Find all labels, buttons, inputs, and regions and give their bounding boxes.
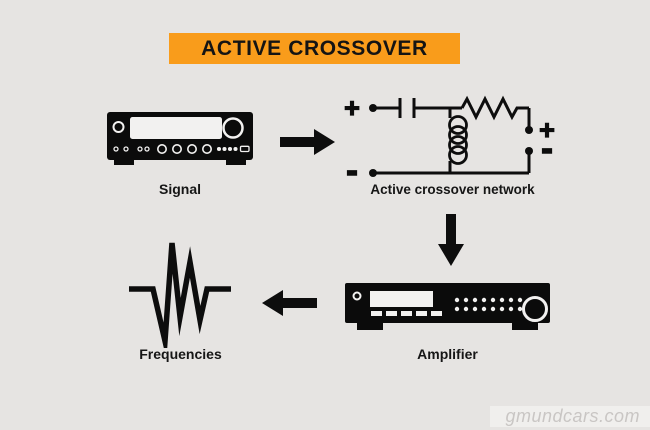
receiver-icon <box>107 112 253 165</box>
receiver-knob-large <box>222 117 244 139</box>
amplifier-power-button <box>352 291 362 301</box>
waveform-icon <box>129 242 231 348</box>
amplifier-knob <box>522 296 548 322</box>
circuit-wires <box>373 95 531 175</box>
arrow-down-icon <box>438 214 464 266</box>
page-title: ACTIVE CROSSOVER <box>201 36 428 60</box>
circuit-icon: + - + - <box>344 92 556 188</box>
inductor-icon <box>448 108 468 173</box>
output-plus-sign: + <box>539 115 555 145</box>
circuit-terminal-dots <box>369 104 533 177</box>
amplifier-buttons <box>371 297 523 316</box>
title-banner: ACTIVE CROSSOVER <box>169 33 460 64</box>
amplifier-foot-left <box>357 323 383 330</box>
resistor-icon <box>460 95 529 121</box>
amplifier-display <box>370 291 433 307</box>
crossover-label: Active crossover network <box>370 182 535 197</box>
input-minus-sign: - <box>346 152 357 188</box>
receiver-display <box>130 117 222 139</box>
output-minus-sign: - <box>541 130 552 168</box>
receiver-foot-right <box>226 159 246 165</box>
watermark: gmundcars.com <box>490 406 650 427</box>
amplifier-foot-right <box>512 323 538 330</box>
arrow-right-icon <box>280 129 335 155</box>
arrow-left-icon <box>262 290 317 316</box>
input-plus-sign: + <box>344 93 360 123</box>
amplifier-label: Amplifier <box>417 346 478 362</box>
receiver-buttons <box>113 143 250 154</box>
receiver-foot-left <box>114 159 134 165</box>
signal-label: Signal <box>158 181 201 197</box>
receiver-knob-small <box>112 121 125 133</box>
frequencies-label: Frequencies <box>139 346 222 362</box>
amplifier-icon <box>345 283 550 330</box>
